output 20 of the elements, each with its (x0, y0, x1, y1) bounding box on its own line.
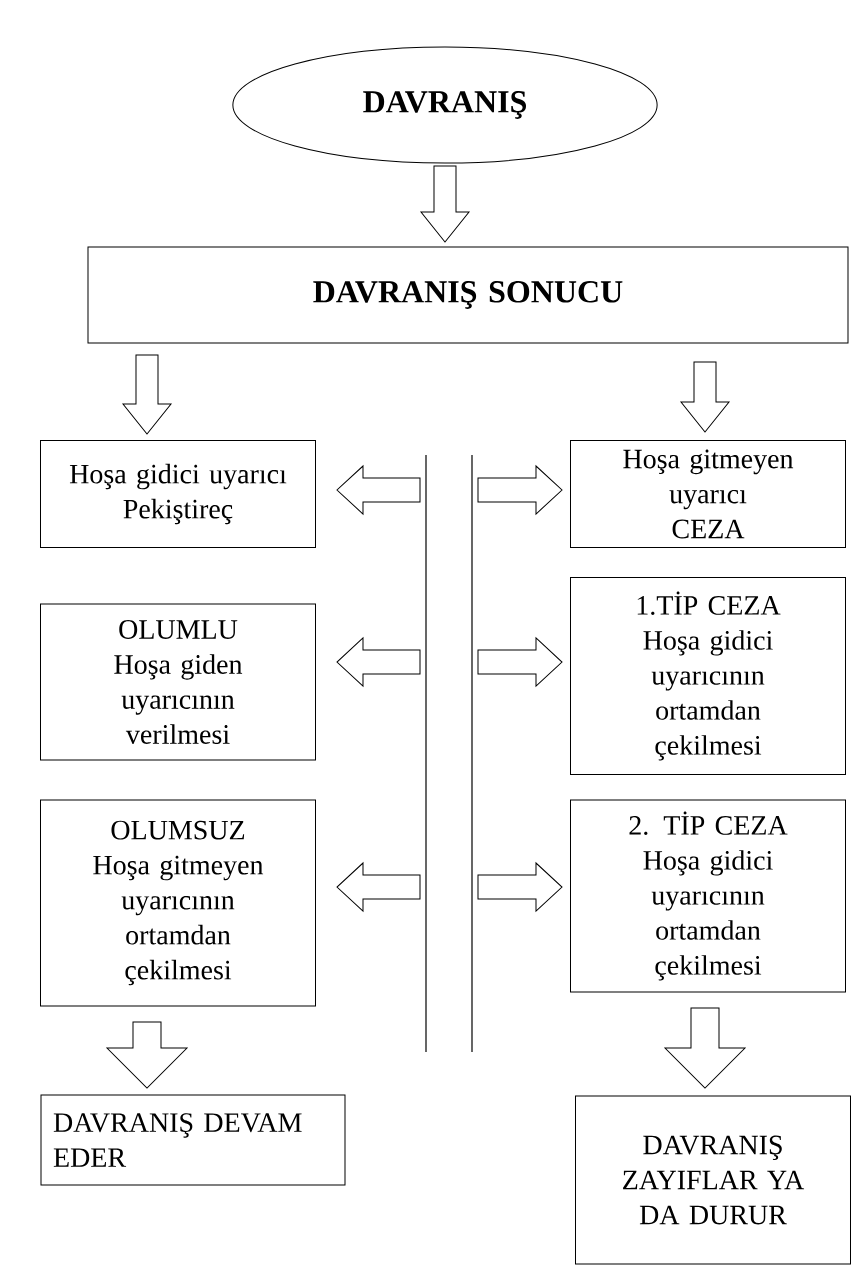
process-box: DAVRANIŞ ZAYIFLAR YA DA DURUR (575, 1095, 851, 1265)
block-arrow (336, 862, 421, 912)
block-arrow (106, 1021, 188, 1089)
process-box: 2. TİP CEZA Hoşa gidici uyarıcının ortamdan çekilmesi (570, 799, 846, 993)
process-box: OLUMLU Hoşa giden uyarıcının verilmesi (40, 603, 316, 761)
block-arrow (122, 354, 172, 435)
block-arrow (477, 465, 563, 515)
block-arrow (420, 165, 470, 243)
block-arrow (477, 862, 563, 912)
block-arrow (680, 361, 730, 433)
block-arrow (477, 637, 563, 687)
process-box: Hoşa gitmeyen uyarıcı CEZA (570, 440, 846, 548)
block-arrow (664, 1007, 746, 1089)
process-box: Hoşa gidici uyarıcı Pekiştireç (40, 440, 316, 548)
block-arrow (336, 637, 421, 687)
process-box: 1.TİP CEZA Hoşa gidici uyarıcının ortamdan çekilmesi (570, 577, 846, 775)
block-arrow (336, 465, 421, 515)
process-box: DAVRANIŞ DEVAM EDER (40, 1094, 346, 1186)
process-box: DAVRANIŞ SONUCU (87, 246, 849, 344)
process-box: OLUMSUZ Hoşa gitmeyen uyarıcının ortamdan çekilmesi (40, 799, 316, 1007)
